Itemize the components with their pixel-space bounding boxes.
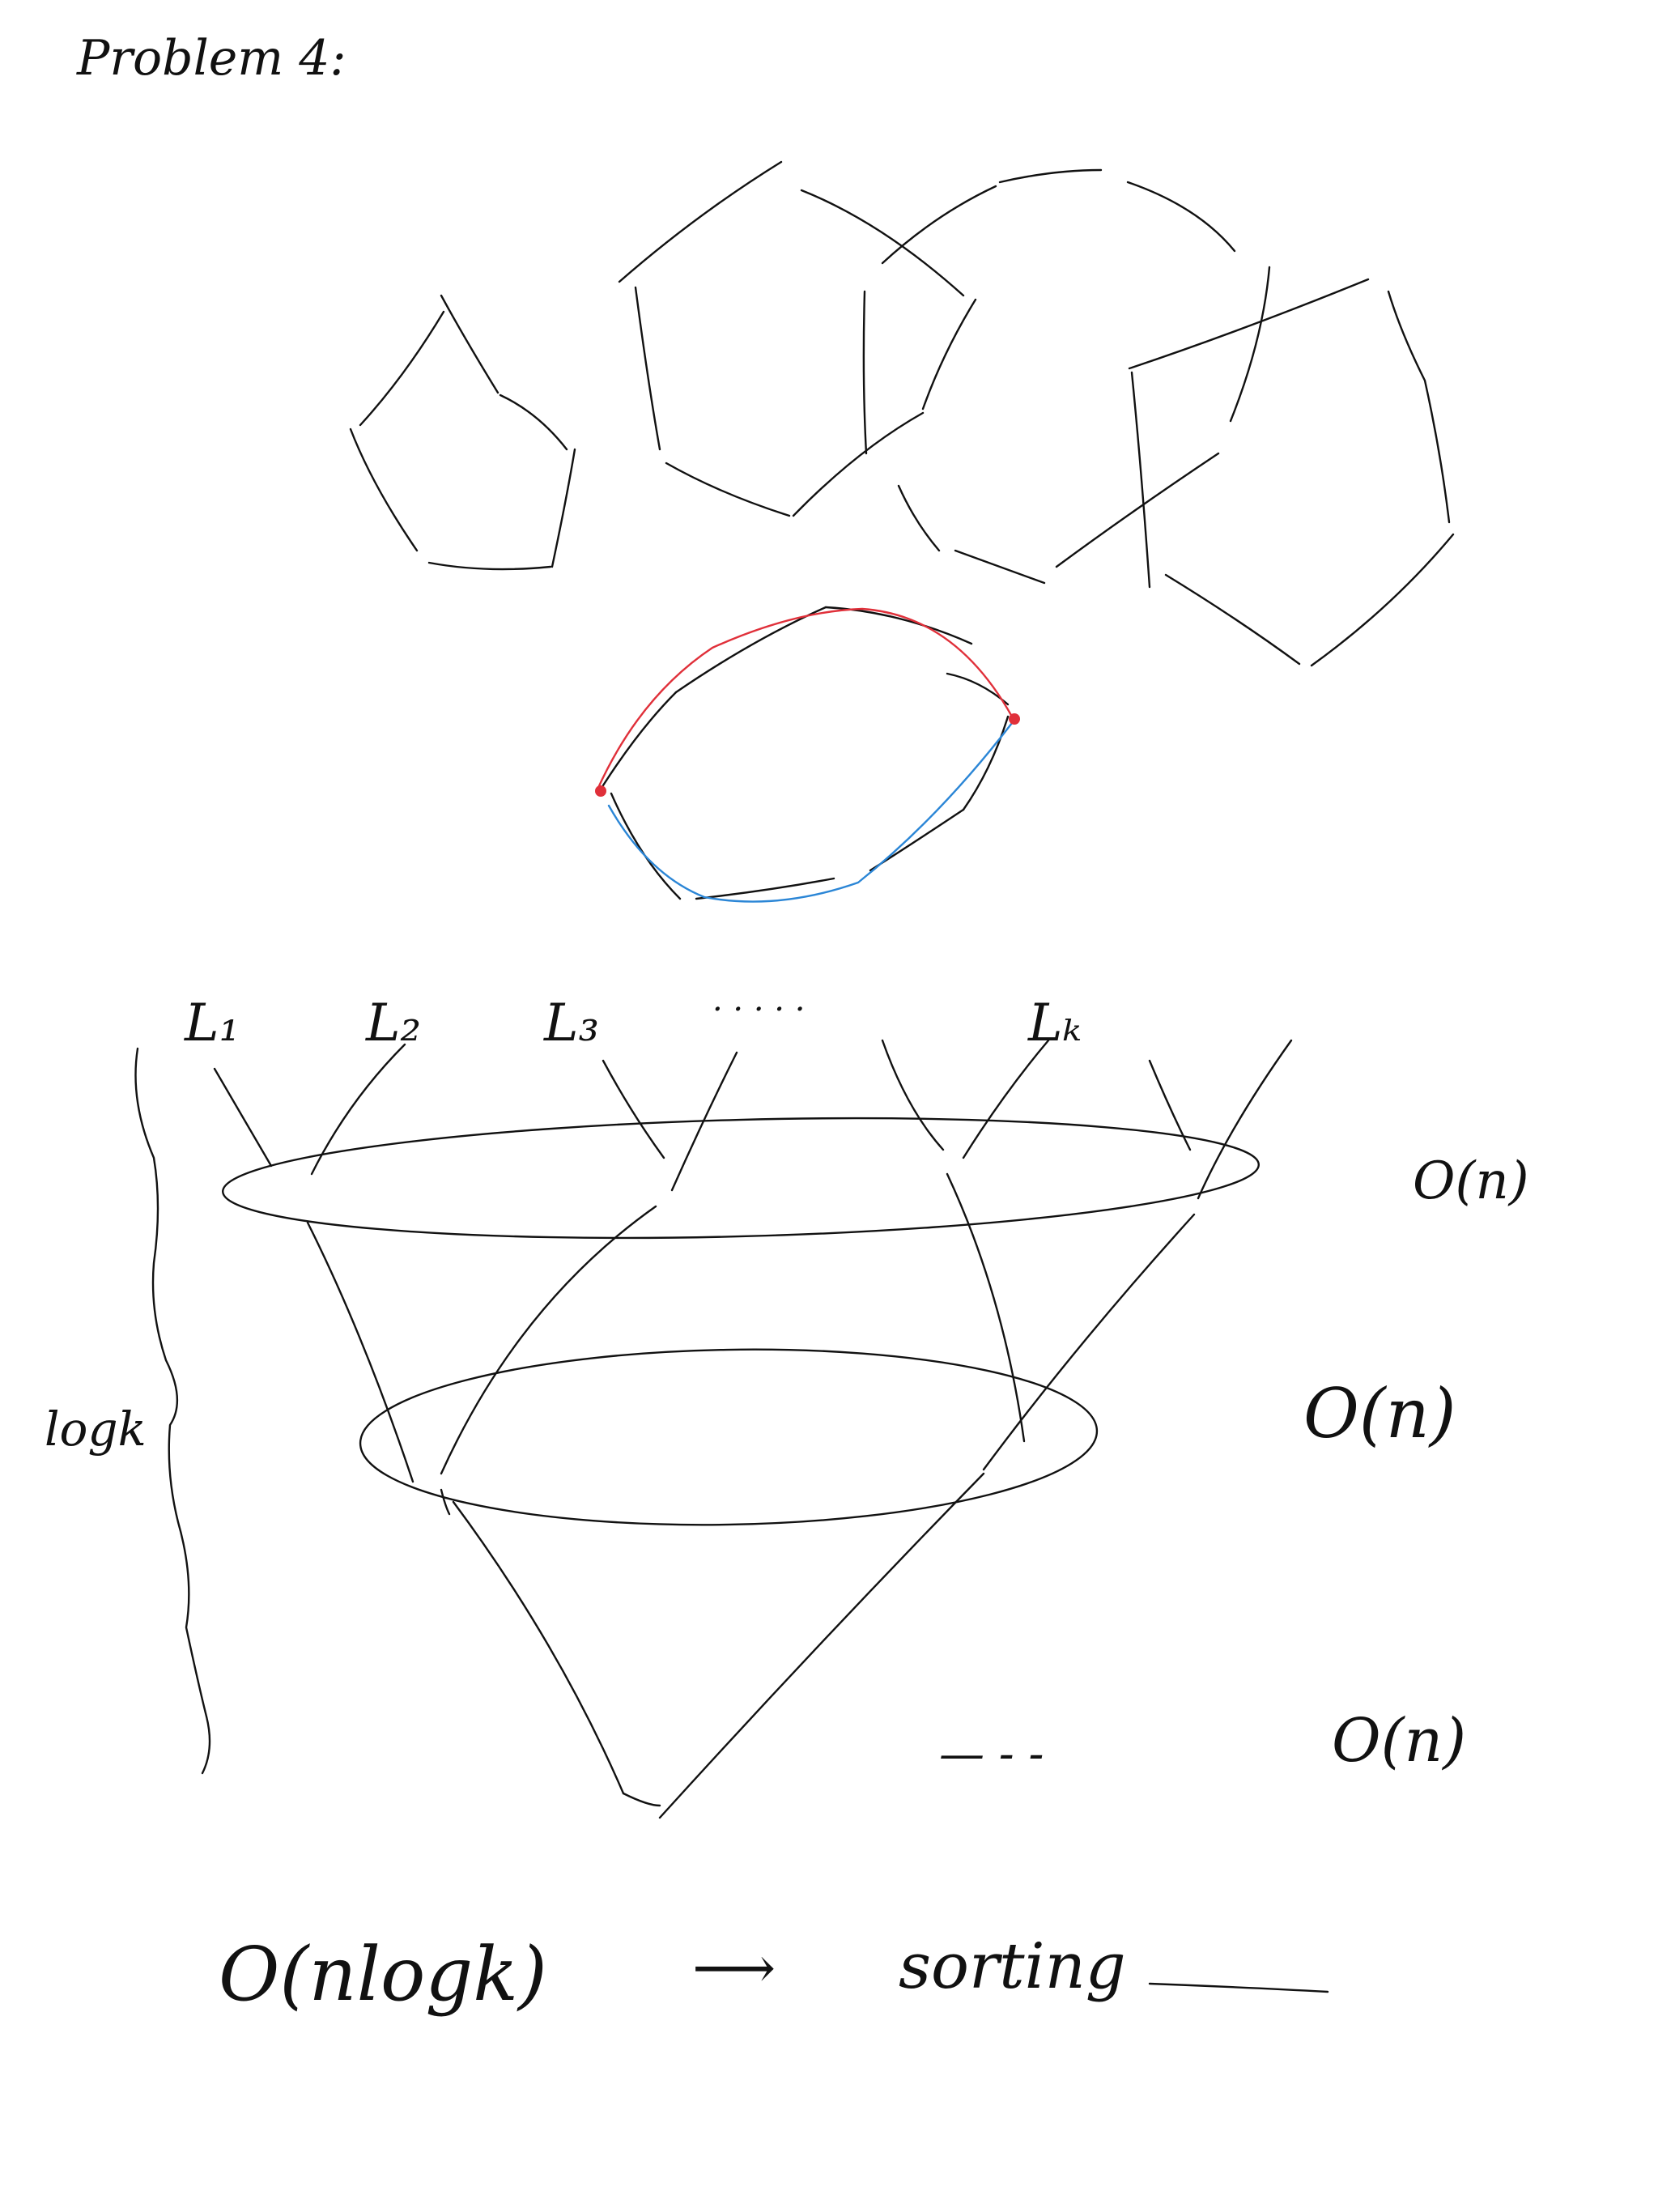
- conclusion: O(nlogk) ⟶ sorting: [219, 1930, 1329, 2018]
- level-cost: O(n): [1303, 1374, 1456, 1453]
- level-cost: O(n): [1332, 1706, 1466, 1776]
- list-label: L₂: [365, 993, 421, 1053]
- list-label: L₁: [184, 993, 240, 1053]
- level-cost: O(n): [1413, 1151, 1529, 1211]
- start-vertex: [595, 785, 606, 797]
- depth-label: logk: [45, 1402, 147, 1457]
- red-path: [596, 607, 1014, 791]
- conclusion-text: sorting: [899, 1930, 1126, 2003]
- level-dashes: — - -: [939, 1728, 1044, 1780]
- list-label-ellipsis: · · · · ·: [712, 991, 805, 1028]
- blue-path: [607, 721, 1014, 903]
- merge-tree: [213, 1039, 1293, 1819]
- list-label: Lₖ: [1027, 993, 1082, 1053]
- conclusion-underline: [1148, 1982, 1329, 1993]
- polygon-sketch: [349, 160, 1455, 667]
- list-labels: L₁ L₂ L₃ · · · · · Lₖ: [184, 991, 1082, 1053]
- end-vertex: [1009, 713, 1020, 725]
- list-label: L₃: [543, 993, 599, 1053]
- conclusion-cost: O(nlogk): [219, 1931, 547, 2018]
- cycle-sketch: [595, 606, 1020, 903]
- level-costs: O(n) O(n) — - - O(n): [939, 1151, 1529, 1780]
- conclusion-arrow: ⟶: [692, 1933, 776, 2001]
- merge-level-ellipse: [359, 1348, 1099, 1526]
- merge-level-ellipse: [222, 1117, 1260, 1240]
- depth-brace: [134, 1047, 211, 1775]
- note-title: Problem 4:: [76, 30, 346, 87]
